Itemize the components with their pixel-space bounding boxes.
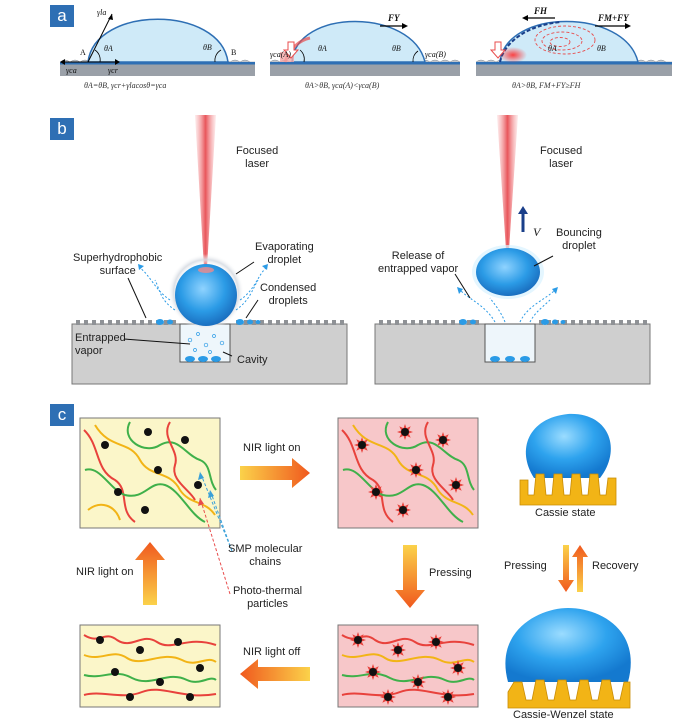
smp-label: SMP molecular chains <box>228 543 303 568</box>
photothermal-label: Photo-thermal particles <box>233 585 303 610</box>
gamma-ca-b-label: γca(B) <box>425 50 446 59</box>
force-fy-label: FY <box>388 13 400 23</box>
callout-lines-right <box>454 255 554 299</box>
bouncing-droplet <box>476 248 540 296</box>
point-b-label: B <box>231 48 237 57</box>
heated-particle-icon <box>368 484 384 500</box>
caption-a1: θA=θB, γcr+γlacosθ=γca <box>84 81 167 90</box>
condensed-droplets-right <box>459 319 566 362</box>
heated-particle-icon <box>380 689 396 705</box>
cassie-pressing-arrow <box>558 545 574 592</box>
panel-a-1-droplet <box>59 13 255 76</box>
condensed-droplets-left <box>156 319 261 362</box>
chains-initial <box>83 421 217 523</box>
nir-on-left-label: NIR light on <box>76 566 134 578</box>
caption-a2: θA>θB, γca(A)<γca(B) <box>305 81 380 90</box>
velocity-label: V <box>533 225 541 239</box>
gamma-la-label: γla <box>97 8 107 17</box>
caption-a3: θA>θB, FM+FY≥FH <box>512 81 581 90</box>
particle-pointer <box>199 497 231 595</box>
nir-on-top-label: NIR light on <box>243 442 301 454</box>
cassie-state-illustration <box>519 413 617 506</box>
cassie-wenzel-label: Cassie-Wenzel state <box>513 709 614 721</box>
heated-particles <box>354 424 464 518</box>
laser-beam-left <box>195 115 216 268</box>
panel-c-tag: c <box>50 404 74 426</box>
panel-c <box>79 413 631 709</box>
laser-label-left: Focused laser <box>236 145 279 170</box>
vapor-bubbles-left <box>187 332 225 354</box>
theta-a2-label: θA <box>318 44 327 53</box>
droplet-shape <box>87 18 229 63</box>
condensed-label: Condensed droplets <box>260 282 317 307</box>
superhydrophobic-label: Superhydrophobic surface <box>73 252 163 277</box>
panel-a-3-droplet <box>475 15 672 76</box>
point-a-label: A <box>80 48 86 57</box>
cavity-label: Cavity <box>237 354 268 366</box>
pressed-particles <box>350 632 466 705</box>
nir-off-arrow-left <box>240 659 310 689</box>
smp-pointer-2 <box>209 489 233 552</box>
panel-a <box>59 13 672 76</box>
heated-particle-icon <box>408 462 424 478</box>
cassie-pressing-label: Pressing <box>504 560 547 572</box>
particles-fixed <box>96 636 204 701</box>
evaporating-label: Evaporating droplet <box>255 241 314 266</box>
evaporating-droplet <box>175 264 237 326</box>
cassie-wenzel-illustration <box>505 608 631 709</box>
nir-off-label: NIR light off <box>243 646 301 658</box>
nir-on-arrow-up <box>135 542 165 605</box>
heated-particle-icon <box>428 634 444 650</box>
theta-a-label: θA <box>104 44 113 53</box>
nir-on-arrow-right <box>240 458 310 488</box>
laser-label-right: Focused laser <box>540 145 583 170</box>
heated-particle-icon <box>435 432 451 448</box>
pressing-arrow-down <box>395 545 425 608</box>
cassie-recovery-label: Recovery <box>592 560 639 572</box>
panel-a-tag: a <box>50 5 74 27</box>
cassie-recovery-arrow <box>572 545 588 592</box>
cassie-label: Cassie state <box>535 507 596 519</box>
heated-particle-icon <box>410 674 426 690</box>
gamma-cr-label: γcr <box>108 66 118 75</box>
force-fm-fy-label: FM+FY <box>598 13 629 23</box>
heated-particle-icon <box>448 477 464 493</box>
heated-particle-icon <box>354 437 370 453</box>
release-label: Release of entrapped vapor <box>378 250 459 275</box>
cavity-left <box>179 323 231 363</box>
laser-arrow-icon <box>282 41 300 59</box>
callout-lines-left <box>123 261 259 357</box>
gamma-ca-a-label: γca(A) <box>270 50 291 59</box>
panel-b <box>71 115 651 385</box>
heated-particle-icon <box>365 664 381 680</box>
smp-pointer-1 <box>199 471 233 552</box>
bouncing-label: Bouncing droplet <box>556 227 602 252</box>
chains-heated <box>341 421 475 523</box>
vapor-release-flow <box>459 289 556 323</box>
theta-a3-label: θA <box>548 44 557 53</box>
pressing-mid-label: Pressing <box>429 567 472 579</box>
entrapped-label: Entrapped vapor <box>75 332 126 357</box>
heated-particle-icon <box>395 502 411 518</box>
particles-initial <box>101 428 202 514</box>
heated-particle-icon <box>350 632 366 648</box>
substrate <box>60 62 255 76</box>
vapor-flow-left <box>139 267 267 311</box>
gamma-la-arrow <box>87 13 113 63</box>
panel-b-tag: b <box>50 118 74 140</box>
theta-b2-label: θB <box>392 44 401 53</box>
heated-particle-icon <box>440 689 456 705</box>
heated-particle-icon <box>450 660 466 676</box>
laser-beam-right <box>497 115 518 250</box>
pillars-left <box>76 320 344 325</box>
gamma-ca-label: γca <box>66 66 77 75</box>
panel-a-2-droplet <box>269 20 461 76</box>
heated-particle-icon <box>397 424 413 440</box>
heated-particle-icon <box>390 642 406 658</box>
theta-b-label: θB <box>203 43 212 52</box>
force-fh-label: FH <box>534 6 548 16</box>
theta-b3-label: θB <box>597 44 606 53</box>
